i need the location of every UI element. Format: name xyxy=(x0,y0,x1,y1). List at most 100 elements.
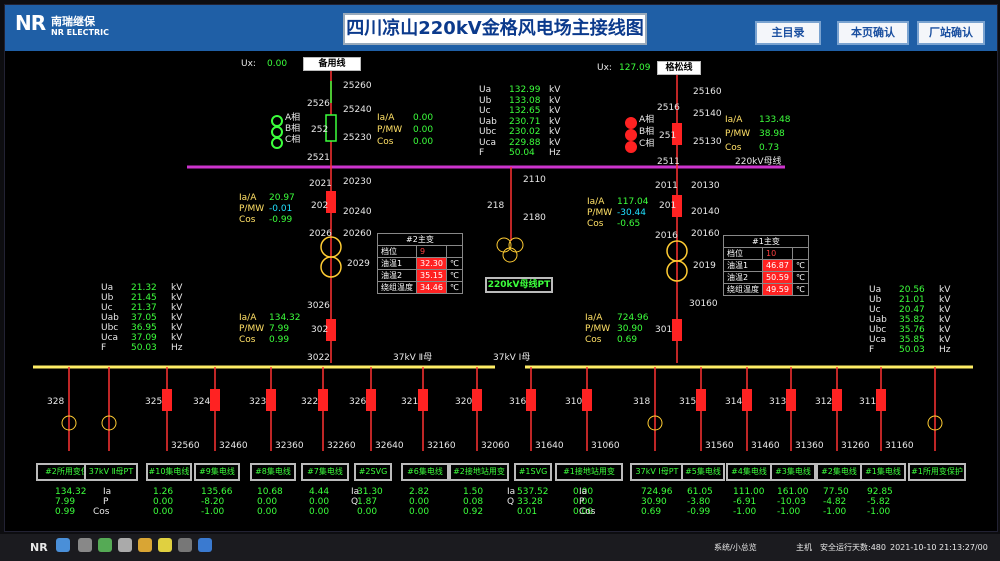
switch-label[interactable]: 2521 xyxy=(307,153,330,163)
switch-label[interactable]: 201 xyxy=(659,201,677,211)
bay-number[interactable]: 310 xyxy=(565,397,583,407)
feeder-name[interactable]: 37kV Ⅱ母PT xyxy=(84,463,138,481)
app-icon[interactable] xyxy=(98,538,112,552)
app-icon[interactable] xyxy=(56,538,70,552)
bay-number[interactable]: 323 xyxy=(249,397,267,407)
bay-number[interactable]: 325 xyxy=(145,397,163,407)
ground-switch-label[interactable]: 31560 xyxy=(705,441,734,451)
switch-label[interactable]: 251 xyxy=(659,131,677,141)
switch-label[interactable]: 2016 xyxy=(655,231,678,241)
switch-label[interactable]: 2180 xyxy=(523,213,546,223)
switch-label[interactable]: 3026 xyxy=(307,301,330,311)
ground-switch-label[interactable]: 31060 xyxy=(591,441,620,451)
switch-label[interactable]: 20140 xyxy=(691,207,720,217)
switch-label[interactable]: 30160 xyxy=(689,299,718,309)
bay-number[interactable]: 324 xyxy=(193,397,211,407)
bus220-pt-label[interactable]: 220kV母线PT xyxy=(485,277,553,293)
bay-number[interactable]: 312 xyxy=(815,397,833,407)
bay-number[interactable]: 322 xyxy=(301,397,319,407)
bay-number[interactable]: 318 xyxy=(633,397,651,407)
feeder-name[interactable]: #3集电线 xyxy=(770,463,816,481)
app-icon[interactable] xyxy=(118,538,132,552)
ground-switch-label[interactable]: 31360 xyxy=(795,441,824,451)
start-logo[interactable]: NR xyxy=(30,541,48,554)
switch-label[interactable]: 20130 xyxy=(691,181,720,191)
ground-switch-label[interactable]: 32460 xyxy=(219,441,248,451)
switch-label[interactable]: 20160 xyxy=(691,229,720,239)
bay-number[interactable]: 311 xyxy=(859,397,877,407)
station-ack-button[interactable]: 厂站确认 xyxy=(917,21,985,45)
feeder-name[interactable]: #1所用变保护 xyxy=(908,463,966,481)
ground-switch-label[interactable]: 31160 xyxy=(885,441,914,451)
meas-label: P/MW xyxy=(239,324,265,334)
bay-number[interactable]: 315 xyxy=(679,397,697,407)
switch-label[interactable]: 3022 xyxy=(307,353,330,363)
switch-label[interactable]: 25240 xyxy=(343,105,372,115)
feeder-name[interactable]: #2SVG xyxy=(354,463,392,481)
line-name-gesong[interactable]: 格松线 xyxy=(657,61,701,75)
bay-number[interactable]: 328 xyxy=(47,397,65,407)
app-icon[interactable] xyxy=(78,538,92,552)
task-name[interactable]: 系统/小总览 xyxy=(714,543,757,552)
switch-label[interactable]: 301 xyxy=(655,325,673,335)
switch-label[interactable]: 25260 xyxy=(343,81,372,91)
switch-label[interactable]: 2029 xyxy=(347,259,370,269)
ground-switch-label[interactable]: 31640 xyxy=(535,441,564,451)
feeder-name[interactable]: #8集电线 xyxy=(250,463,296,481)
bay-number[interactable]: 316 xyxy=(509,397,527,407)
app-icon[interactable] xyxy=(178,538,192,552)
feeder-name[interactable]: #2集电线 xyxy=(816,463,862,481)
feeder-ia: 161.00 xyxy=(777,487,809,497)
switch-label[interactable]: 202 xyxy=(311,201,329,211)
switch-label[interactable]: 20240 xyxy=(343,207,372,217)
feeder-name[interactable]: #1接地站用变 xyxy=(555,463,623,481)
switch-label[interactable]: 2526 xyxy=(307,99,330,109)
feeder-name[interactable]: #6集电线 xyxy=(401,463,449,481)
feeder-name[interactable]: #7集电线 xyxy=(301,463,349,481)
bay-number[interactable]: 314 xyxy=(725,397,743,407)
switch-label[interactable]: 218 xyxy=(487,201,505,211)
page-ack-button[interactable]: 本页确认 xyxy=(837,21,909,45)
ground-switch-label[interactable]: 32060 xyxy=(481,441,510,451)
ground-switch-label[interactable]: 32260 xyxy=(327,441,356,451)
switch-label[interactable]: 25160 xyxy=(693,87,722,97)
switch-label[interactable]: 25140 xyxy=(693,109,722,119)
switch-label[interactable]: 25230 xyxy=(343,133,372,143)
feeder-name[interactable]: #2接地站用变 xyxy=(449,463,509,481)
app-icon[interactable] xyxy=(158,538,172,552)
switch-label[interactable]: 25130 xyxy=(693,137,722,147)
bay-number[interactable]: 313 xyxy=(769,397,787,407)
ground-switch-label[interactable]: 32640 xyxy=(375,441,404,451)
bay-number[interactable]: 321 xyxy=(401,397,419,407)
switch-label[interactable]: 2511 xyxy=(657,157,680,167)
switch-label[interactable]: 2019 xyxy=(693,261,716,271)
feeder-name[interactable]: #1SVG xyxy=(514,463,552,481)
main-menu-button[interactable]: 主目录 xyxy=(755,21,821,45)
feeder-name[interactable]: #10集电线 xyxy=(146,463,192,481)
line-name-spare[interactable]: 备用线 xyxy=(303,57,361,71)
bay-number[interactable]: 326 xyxy=(349,397,367,407)
ground-switch-label[interactable]: 31260 xyxy=(841,441,870,451)
feeder-name[interactable]: #9集电线 xyxy=(194,463,240,481)
feeder-name[interactable]: #5集电线 xyxy=(681,463,725,481)
app-icon[interactable] xyxy=(138,538,152,552)
switch-label[interactable]: 2110 xyxy=(523,175,546,185)
switch-label[interactable]: 2021 xyxy=(309,179,332,189)
switch-label[interactable]: 302 xyxy=(311,325,329,335)
ground-switch-label[interactable]: 31460 xyxy=(751,441,780,451)
switch-label[interactable]: 2516 xyxy=(657,103,680,113)
feeder-name[interactable]: 37kV Ⅰ母PT xyxy=(630,463,684,481)
search-icon[interactable] xyxy=(198,538,212,552)
ground-switch-label[interactable]: 32360 xyxy=(275,441,304,451)
switch-label[interactable]: 2011 xyxy=(655,181,678,191)
feeder-name[interactable]: #4集电线 xyxy=(726,463,772,481)
switch-label[interactable]: 2026 xyxy=(309,229,332,239)
ground-switch-label[interactable]: 32560 xyxy=(171,441,200,451)
switch-label[interactable]: 20230 xyxy=(343,177,372,187)
ground-switch-label[interactable]: 32160 xyxy=(427,441,456,451)
switch-label[interactable]: 252 xyxy=(311,125,329,135)
switch-label[interactable]: 20260 xyxy=(343,229,372,239)
feeder-name[interactable]: #1集电线 xyxy=(860,463,906,481)
diagram-lines xyxy=(33,71,973,451)
bay-number[interactable]: 320 xyxy=(455,397,473,407)
